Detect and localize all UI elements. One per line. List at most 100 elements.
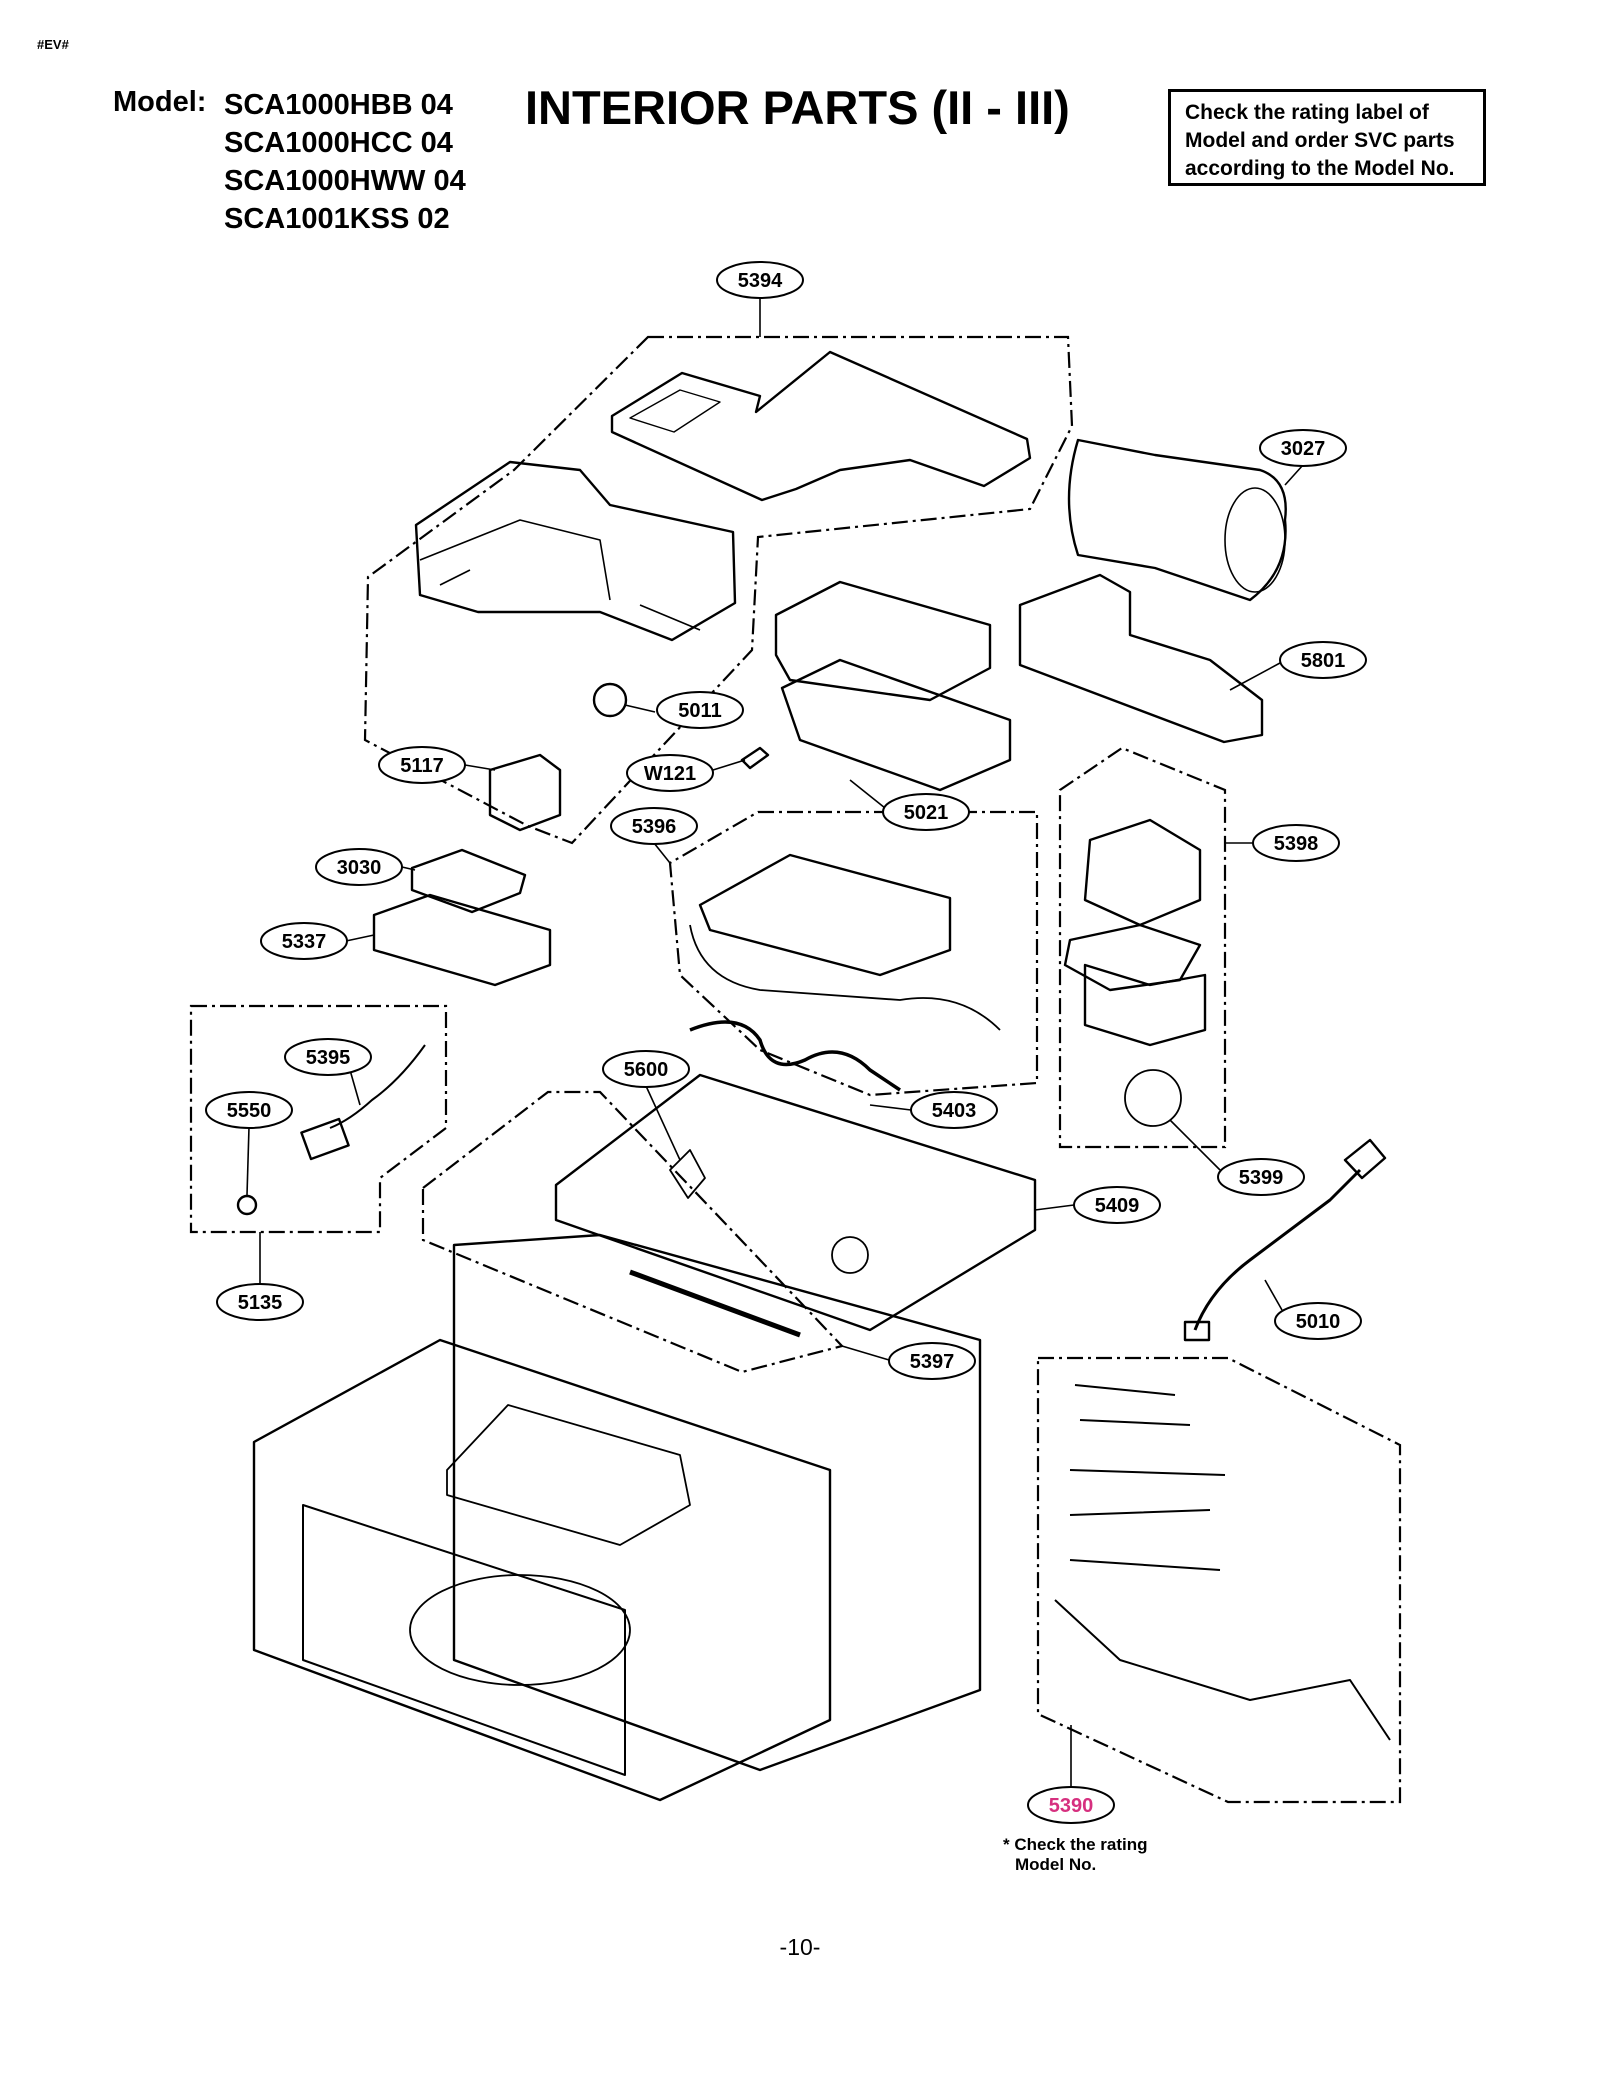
fan-bracket — [1018, 573, 1264, 744]
screw-w121 — [740, 746, 770, 770]
callout-label: 5011 — [678, 700, 721, 722]
callout-5010: 5010 — [1274, 1302, 1362, 1340]
callout-5403: 5403 — [910, 1091, 998, 1129]
callout-label: 5394 — [738, 270, 783, 292]
convection-motor — [1083, 818, 1202, 927]
callout-label: 5409 — [1095, 1195, 1140, 1217]
model-number: SCA1000HCC 04 — [224, 127, 453, 159]
callout-label: 5398 — [1274, 833, 1319, 855]
callout-5390: 5390 — [1027, 1786, 1115, 1824]
callout-label: 5337 — [282, 931, 327, 953]
thermostat-part — [592, 682, 628, 718]
leader-w121 — [712, 759, 746, 771]
callout-5600: 5600 — [602, 1050, 690, 1088]
grille-cover-3030 — [410, 848, 527, 914]
convection-housing — [1083, 963, 1207, 1047]
air-guide-mesh — [629, 389, 721, 433]
plate-hole — [831, 1236, 869, 1274]
callout-label: 5395 — [306, 1047, 351, 1069]
model-number: SCA1000HBB 04 — [224, 89, 453, 121]
heater-wire-5403 — [689, 1020, 901, 1092]
leader-5396 — [653, 842, 671, 864]
callout-label: 5396 — [632, 816, 677, 838]
heater-frame — [698, 853, 952, 977]
callout-bubble — [1274, 1302, 1362, 1340]
air-duct — [414, 460, 737, 642]
callout-label: 5403 — [932, 1100, 977, 1122]
callout-layer: 5394 3027 5801 5011 5117 W121 5021 5396 5398 3030… — [205, 261, 1367, 1824]
wire-harness-outline — [1036, 1356, 1402, 1804]
leader-5021 — [849, 779, 886, 809]
page-tag: #EV# — [37, 37, 69, 52]
fuse-5550 — [236, 1194, 258, 1216]
callout-bubble — [1217, 1158, 1305, 1196]
rating-label-notice: Check the rating label of Model and orde… — [1168, 89, 1486, 186]
callout-5011: 5011 — [656, 691, 744, 729]
notice-line: according to the Model No. — [1185, 157, 1455, 180]
base-plate-5409 — [554, 1073, 1037, 1332]
callout-label: 5801 — [1301, 650, 1346, 672]
cavity-front-frame — [252, 1338, 832, 1802]
callout-label: 5117 — [400, 755, 443, 777]
page-title: INTERIOR PARTS (II - III) — [525, 81, 1070, 134]
callout-label: W121 — [644, 763, 696, 785]
lamp-5600 — [669, 1149, 706, 1199]
heater-assembly-outline — [668, 810, 1039, 1097]
power-cord — [1193, 1168, 1362, 1331]
callout-5117: 5117 — [378, 746, 466, 784]
power-connector — [1183, 1320, 1211, 1342]
callout-label: 5600 — [624, 1059, 669, 1081]
callout-label: 5550 — [227, 1100, 272, 1122]
callout-label: 5397 — [910, 1351, 955, 1373]
callout-label: 3030 — [337, 857, 382, 879]
callout-bubble — [1027, 1786, 1115, 1824]
convection-fan-blade — [1124, 1069, 1182, 1127]
model-label: Model: — [113, 86, 207, 118]
callout-bubble — [378, 746, 466, 784]
power-plug — [1343, 1138, 1387, 1180]
vent-grille-5337 — [372, 893, 552, 987]
callout-5021: 5021 — [882, 793, 970, 831]
callout-bubble — [1259, 429, 1347, 467]
callout-bubble — [910, 1091, 998, 1129]
notice-line: Check the rating label of — [1185, 101, 1429, 124]
model-number: SCA1000HWW 04 — [224, 165, 466, 197]
leader-5550 — [246, 1126, 250, 1196]
callout-label: 5390 — [1049, 1795, 1094, 1817]
leader-5399 — [1169, 1119, 1221, 1171]
footnote-line: Model No. — [1015, 1855, 1097, 1874]
model-number: SCA1001KSS 02 — [224, 203, 450, 235]
callout-bubble — [716, 261, 804, 299]
callout-w121: W121 — [626, 754, 714, 792]
leader-5403 — [869, 1104, 912, 1111]
callout-5395: 5395 — [284, 1038, 372, 1076]
leader-5010 — [1264, 1279, 1283, 1311]
callout-5399: 5399 — [1217, 1158, 1305, 1196]
duct-assembly-outline — [363, 335, 1074, 845]
callout-label: 5021 — [904, 802, 949, 824]
turntable-ring — [409, 1574, 631, 1686]
magnetron-base — [780, 658, 1012, 792]
callout-bubble — [888, 1342, 976, 1380]
lamp-rod-5397 — [629, 1269, 801, 1338]
callout-bubble — [205, 1091, 293, 1129]
oven-cavity — [452, 1233, 982, 1772]
callout-bubble — [882, 793, 970, 831]
callout-bubble — [1252, 824, 1340, 862]
callout-3030: 3030 — [315, 848, 403, 886]
leader-5117 — [464, 764, 496, 771]
wire-harness — [1054, 1384, 1391, 1741]
callout-3027: 3027 — [1259, 429, 1347, 467]
callout-5396: 5396 — [610, 807, 698, 845]
callout-label: 5399 — [1239, 1167, 1284, 1189]
leader-5395 — [349, 1069, 361, 1106]
leader-5600 — [645, 1085, 681, 1161]
interlock-switch — [488, 753, 562, 832]
callout-label: 5010 — [1296, 1311, 1341, 1333]
leader-5801 — [1229, 662, 1281, 691]
callout-bubble — [216, 1283, 304, 1321]
callout-bubble — [260, 922, 348, 960]
callout-bubble — [656, 691, 744, 729]
callout-5398: 5398 — [1252, 824, 1340, 862]
